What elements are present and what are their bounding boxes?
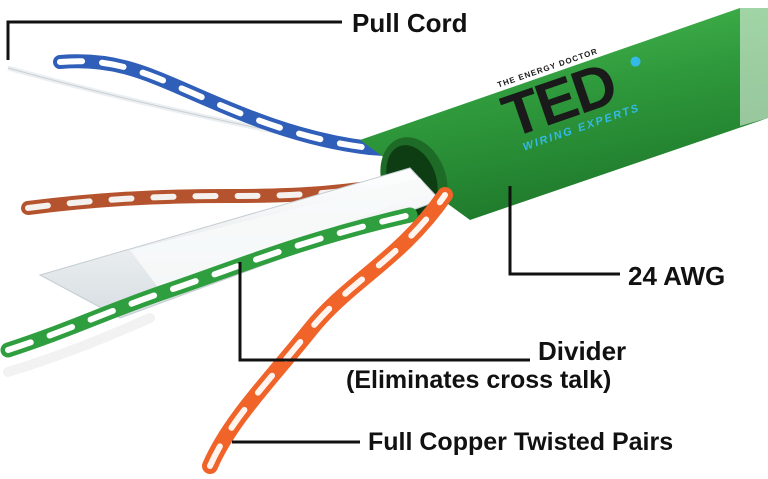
leader-lines <box>6 20 620 444</box>
awg-label: 24 AWG <box>628 261 726 291</box>
logo-accent-dot <box>630 56 641 67</box>
divider-leader <box>238 262 530 362</box>
copper-pairs-label: Full Copper Twisted Pairs <box>368 428 674 456</box>
awg-leader <box>508 186 620 276</box>
blue-twisted-pair <box>53 54 437 159</box>
pull-cord-label: Pull Cord <box>352 8 468 38</box>
orange-twisted-pair <box>202 187 453 474</box>
divider-label: Divider <box>538 336 627 366</box>
pull-cord-leader <box>6 20 342 60</box>
green-twisted-pair <box>0 207 418 377</box>
divider-subtitle: (Eliminates cross talk) <box>346 366 612 394</box>
